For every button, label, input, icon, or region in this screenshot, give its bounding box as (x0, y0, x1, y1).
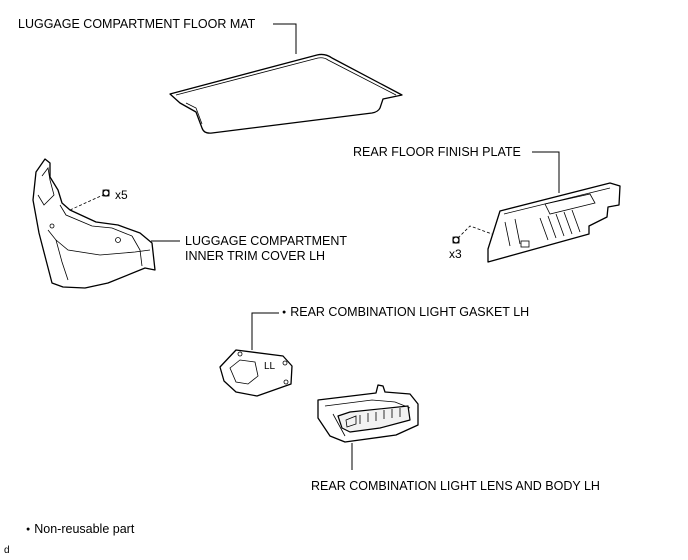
finish-plate-illustration (452, 182, 621, 263)
trim-cover-label-line2: INNER TRIM COVER LH (185, 249, 326, 263)
gasket-illustration (219, 349, 293, 397)
floor-mat-label: LUGGAGE COMPARTMENT FLOOR MAT (18, 17, 256, 31)
light-lens-illustration (317, 384, 419, 443)
trim-cover-fastener-qty: x5 (115, 188, 128, 202)
floor-mat-illustration (169, 53, 403, 134)
corner-mark: d (4, 545, 10, 556)
leader-floor-mat (273, 23, 297, 54)
light-lens-label: REAR COMBINATION LIGHT LENS AND BODY LH (311, 479, 600, 493)
gasket-part-marking: LL (264, 361, 276, 372)
non-reusable-legend: Non-reusable part (26, 522, 134, 536)
trim-cover-label-line1: LUGGAGE COMPARTMENT (185, 234, 348, 248)
leader-finish-plate (532, 151, 560, 193)
finish-plate-label: REAR FLOOR FINISH PLATE (353, 145, 521, 159)
leader-gasket (251, 312, 279, 350)
trim-cover-illustration (32, 158, 156, 289)
finish-plate-fastener-qty: x3 (449, 247, 462, 261)
gasket-label: REAR COMBINATION LIGHT GASKET LH (282, 305, 529, 322)
